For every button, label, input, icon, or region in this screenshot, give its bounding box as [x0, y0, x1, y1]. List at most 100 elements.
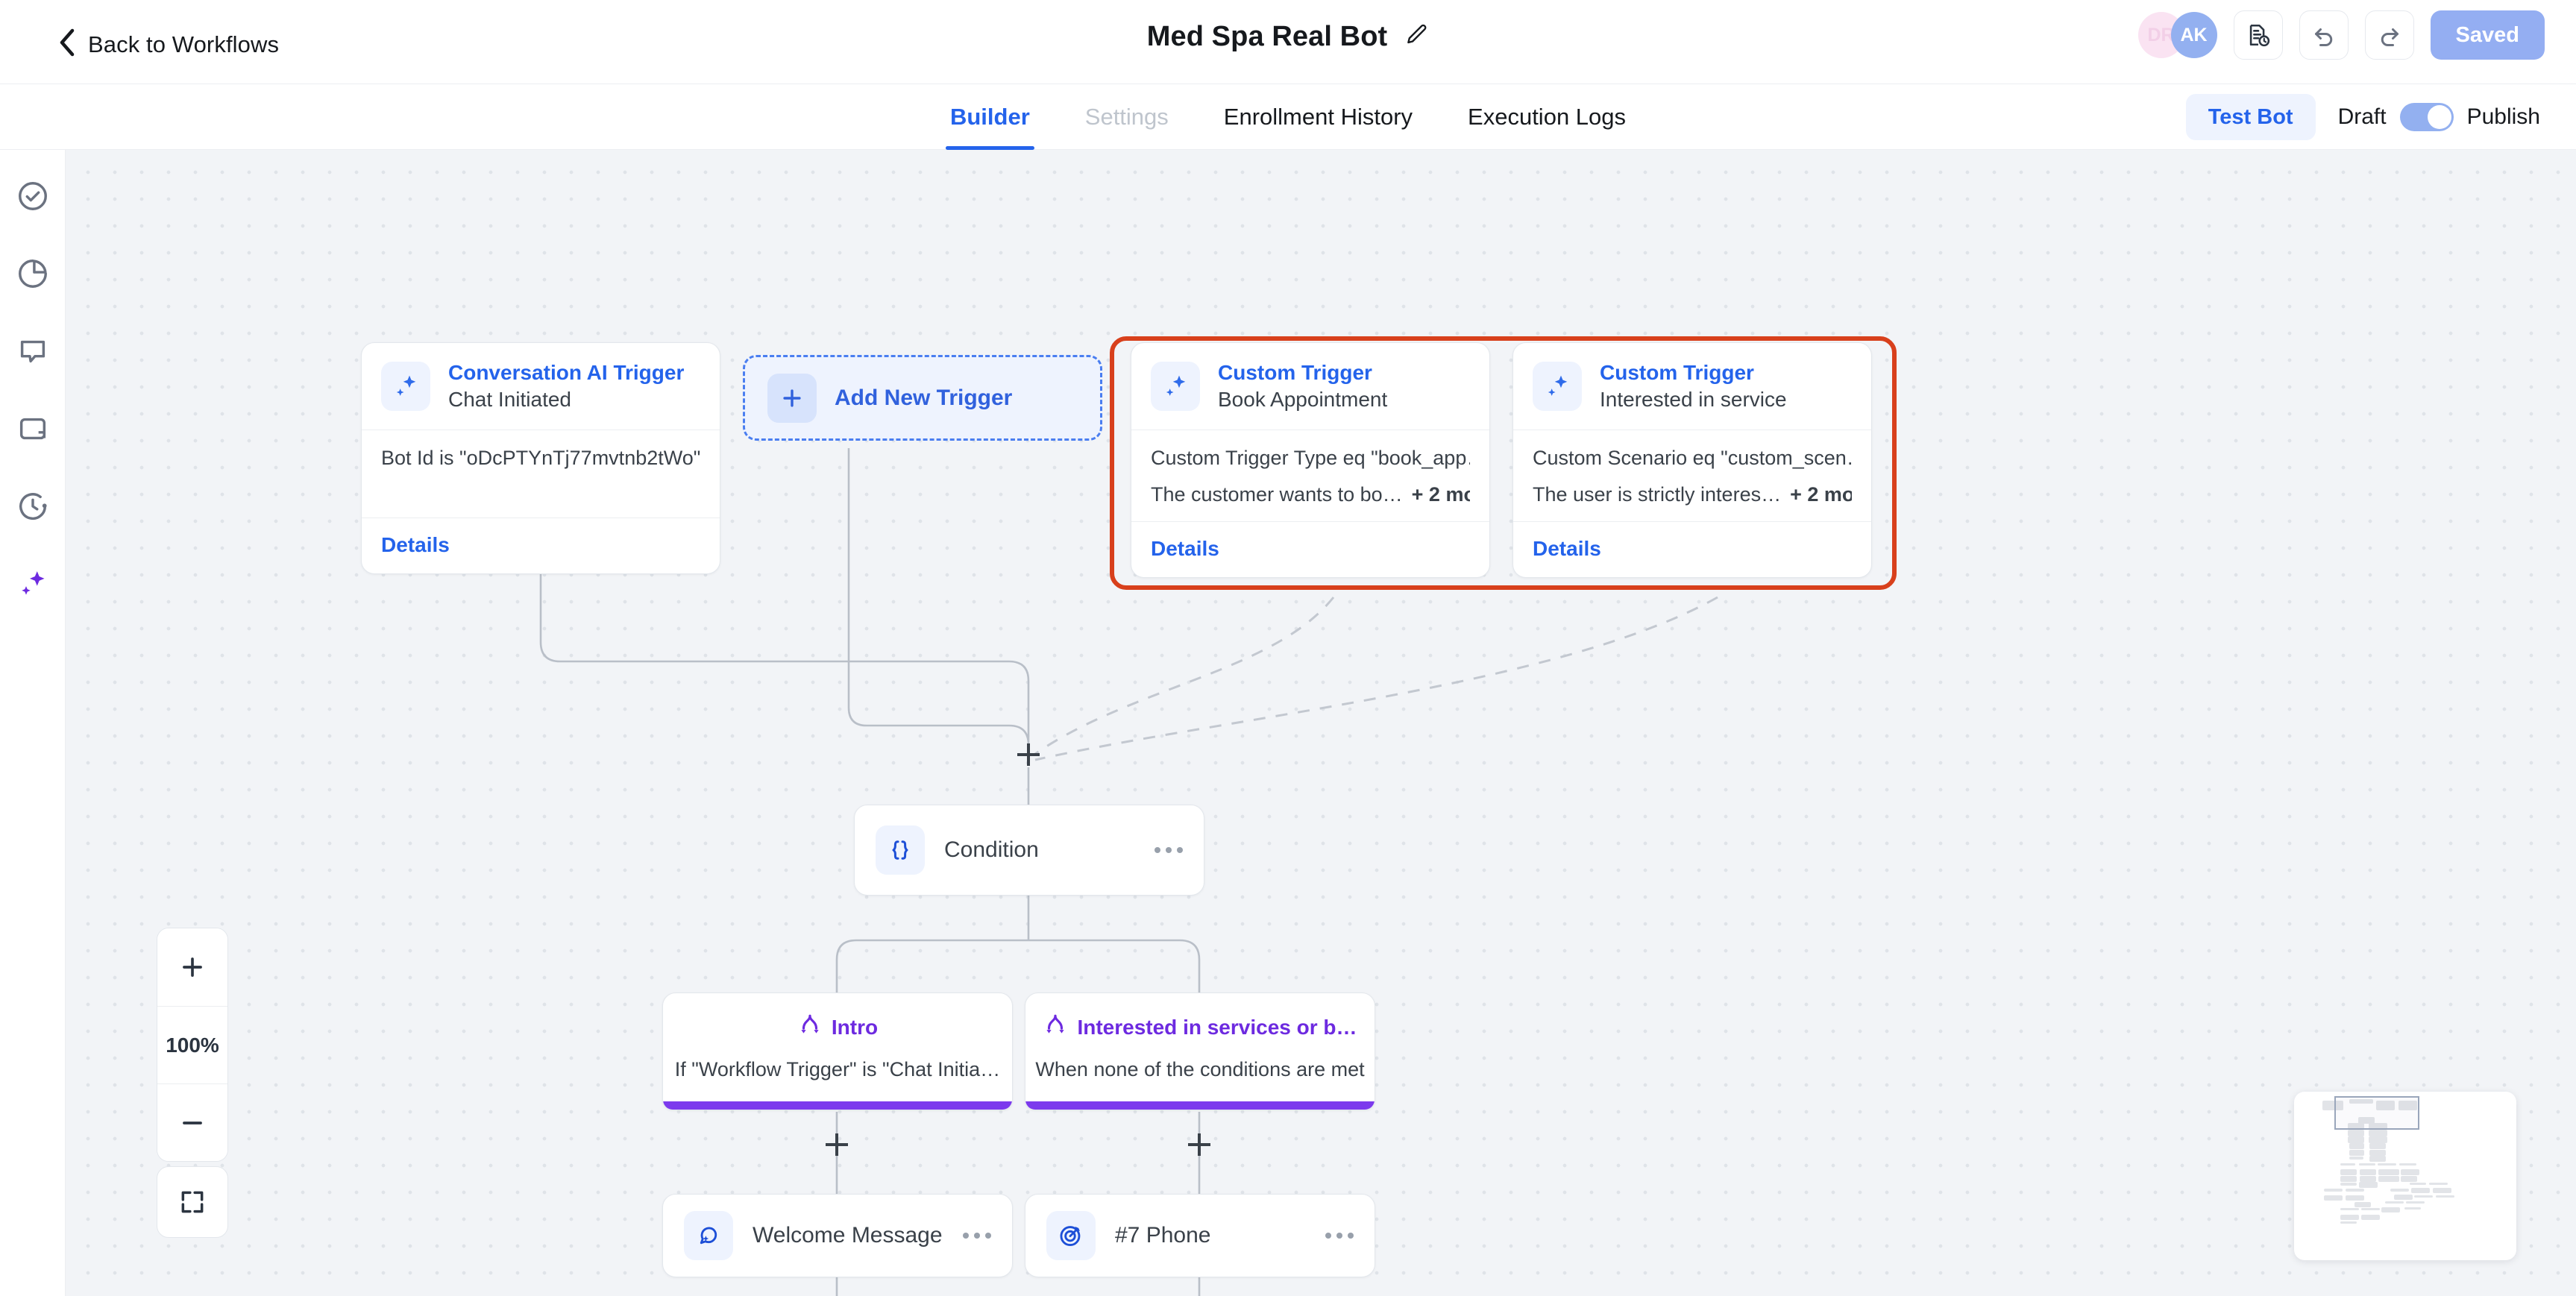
- add-new-trigger-button[interactable]: Add New Trigger: [743, 355, 1102, 441]
- zoom-controls: 100%: [157, 928, 228, 1162]
- minimap-node: [2404, 1207, 2421, 1210]
- save-button[interactable]: Saved: [2430, 10, 2545, 60]
- minimap-node: [2361, 1208, 2380, 1210]
- add-step-button[interactable]: [1187, 1132, 1212, 1157]
- minimap-node: [2433, 1188, 2451, 1193]
- workflow-canvas[interactable]: Conversation AI Trigger Chat Initiated B…: [66, 150, 2576, 1296]
- top-bar: Back to Workflows Med Spa Real Bot DR AK: [0, 0, 2576, 84]
- plus-icon: [767, 373, 817, 423]
- publish-toggle[interactable]: [2399, 103, 2454, 131]
- fit-screen-icon[interactable]: [157, 1166, 228, 1238]
- sparkle-ai-icon: [1533, 362, 1582, 411]
- trigger-card-header: Custom Trigger Book Appointment: [1131, 343, 1489, 430]
- tab-bar: Builder Settings Enrollment History Exec…: [0, 84, 2576, 150]
- minimap-node: [2354, 1202, 2371, 1207]
- more-conditions-badge[interactable]: + 2 more: [1411, 483, 1470, 506]
- back-to-workflows-button[interactable]: Back to Workflows: [58, 28, 279, 60]
- pie-chart-icon[interactable]: [13, 254, 52, 293]
- minimap-node: [2390, 1189, 2409, 1192]
- note-card-icon[interactable]: [13, 409, 52, 448]
- trigger-condition: Custom Scenario eq "custom_scen…: [1533, 447, 1852, 469]
- details-link[interactable]: Details: [381, 533, 450, 556]
- action-node-phone-goal[interactable]: #7 Phone: [1025, 1194, 1375, 1277]
- check-circle-icon[interactable]: [13, 177, 52, 216]
- details-link[interactable]: Details: [1151, 537, 1219, 560]
- avatar[interactable]: AK: [2170, 12, 2217, 58]
- minimap-node: [2398, 1101, 2417, 1110]
- branch-node-intro[interactable]: Intro If "Workflow Trigger" is "Chat Ini…: [662, 993, 1013, 1110]
- minimap-viewport[interactable]: [2334, 1096, 2419, 1130]
- more-conditions-badge[interactable]: + 2 more: [1790, 483, 1852, 506]
- minimap-node: [2376, 1101, 2395, 1110]
- trigger-title: Custom Trigger: [1600, 361, 1754, 384]
- tab-builder[interactable]: Builder: [945, 84, 1034, 150]
- condition-node[interactable]: Condition: [854, 805, 1204, 896]
- trigger-condition: The user is strictly interes…: [1533, 483, 1782, 506]
- minimap-node: [2436, 1195, 2454, 1198]
- branch-node-interested[interactable]: Interested in services or b… When none o…: [1025, 993, 1375, 1110]
- workflow-title-group: Med Spa Real Bot: [1147, 21, 1430, 53]
- minimap-node: [2411, 1188, 2430, 1193]
- tab-enrollment-history[interactable]: Enrollment History: [1223, 104, 1413, 130]
- trigger-condition-row: The user is strictly interes… + 2 more: [1533, 483, 1852, 506]
- zoom-out-button[interactable]: [157, 1083, 227, 1161]
- trigger-title: Conversation AI Trigger: [448, 361, 685, 384]
- pencil-icon[interactable]: [1404, 22, 1429, 51]
- undo-icon[interactable]: [2299, 10, 2349, 60]
- action-node-welcome-message[interactable]: Welcome Message: [662, 1194, 1013, 1277]
- clock-history-icon[interactable]: [13, 487, 52, 526]
- tab-execution-logs[interactable]: Execution Logs: [1468, 104, 1627, 130]
- minimap-node: [2340, 1208, 2359, 1210]
- condition-node-label: Condition: [944, 837, 1039, 862]
- trigger-card-interested-in-service[interactable]: Custom Trigger Interested in service Cus…: [1512, 342, 1872, 578]
- trigger-card-conversation-ai[interactable]: Conversation AI Trigger Chat Initiated B…: [361, 342, 720, 574]
- ellipsis-icon[interactable]: [963, 1233, 991, 1239]
- tab-settings[interactable]: Settings: [1084, 104, 1169, 130]
- minimap-node: [2414, 1195, 2433, 1198]
- toggle-knob: [2427, 105, 2451, 129]
- document-history-icon[interactable]: [2233, 10, 2283, 60]
- ellipsis-icon[interactable]: [1325, 1233, 1354, 1239]
- trigger-card-book-appointment[interactable]: Custom Trigger Book Appointment Custom T…: [1131, 342, 1490, 578]
- minimap-node: [2340, 1176, 2357, 1182]
- trigger-title: Custom Trigger: [1218, 361, 1372, 384]
- minimap-node: [2358, 1117, 2375, 1124]
- minimap-node: [2346, 1195, 2364, 1201]
- left-rail: [0, 150, 66, 1296]
- minimap-node: [2369, 1123, 2387, 1130]
- test-bot-button[interactable]: Test Bot: [2185, 94, 2316, 140]
- minimap-node: [2369, 1136, 2387, 1143]
- minimap-node: [2385, 1201, 2404, 1204]
- minimap-node: [2369, 1150, 2386, 1156]
- trigger-card-conditions: Custom Trigger Type eq "book_app… The cu…: [1131, 430, 1489, 521]
- minimap-node: [2378, 1169, 2399, 1175]
- chat-bubble-icon[interactable]: [13, 332, 52, 371]
- zoom-in-button[interactable]: [157, 928, 227, 1006]
- trigger-subtitle: Chat Initiated: [448, 388, 571, 411]
- zoom-level-display[interactable]: 100%: [157, 1006, 227, 1083]
- minimap-node: [2406, 1201, 2425, 1204]
- minimap-node: [2360, 1176, 2376, 1182]
- branch-node-title: Intro: [831, 1015, 879, 1039]
- sidebar-item-ai-sparkle[interactable]: [13, 564, 52, 603]
- minimap-node: [2340, 1215, 2359, 1220]
- trigger-card-header: Custom Trigger Interested in service: [1513, 343, 1871, 430]
- tab-list: Builder Settings Enrollment History Exec…: [945, 84, 1627, 150]
- redo-icon[interactable]: [2364, 10, 2414, 60]
- branch-node-header: Interested in services or b…: [1043, 1013, 1357, 1042]
- minimap-node: [2394, 1195, 2413, 1200]
- minimap-node: [2348, 1130, 2364, 1136]
- branch-node-subtitle: If "Workflow Trigger" is "Chat Initia…: [674, 1058, 1001, 1080]
- minimap-node: [2349, 1157, 2363, 1160]
- ellipsis-icon[interactable]: [1155, 847, 1183, 853]
- branch-split-icon: [797, 1013, 823, 1042]
- minimap-node: [2401, 1169, 2419, 1175]
- details-link[interactable]: Details: [1533, 537, 1601, 560]
- chevron-left-icon: [58, 28, 75, 60]
- branch-accent-bar: [663, 1101, 1012, 1110]
- trigger-card-conditions: Custom Scenario eq "custom_scen… The use…: [1513, 430, 1871, 521]
- minimap[interactable]: [2294, 1092, 2516, 1260]
- action-node-label: #7 Phone: [1115, 1223, 1211, 1248]
- add-step-junction-button[interactable]: [1016, 742, 1041, 767]
- add-step-button[interactable]: [824, 1132, 849, 1157]
